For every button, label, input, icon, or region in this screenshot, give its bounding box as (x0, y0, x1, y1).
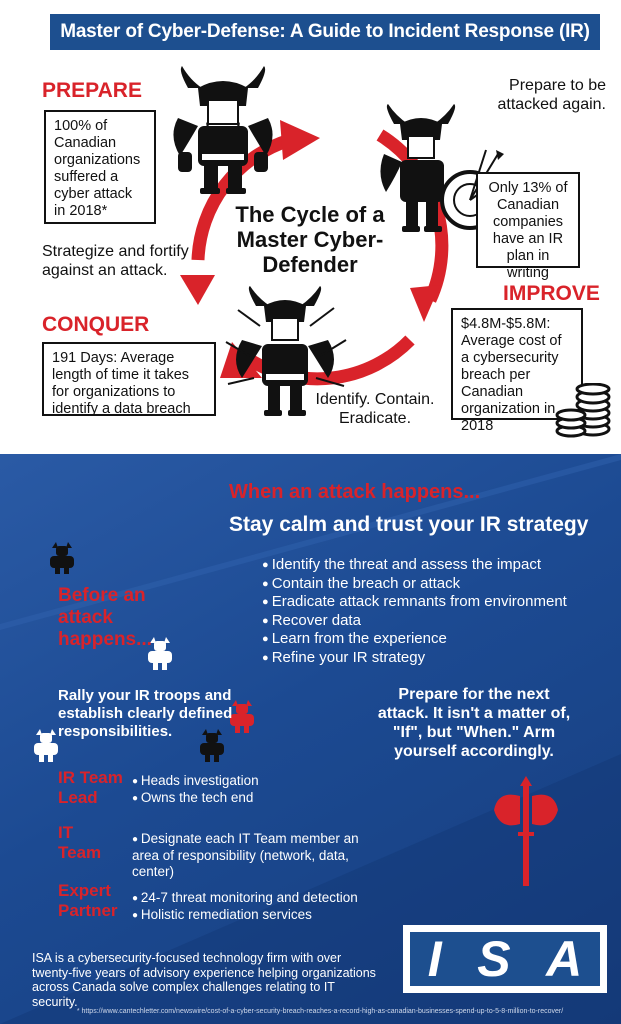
stage-title-conquer: CONQUER (42, 313, 150, 336)
conquer-action: Identify. Contain. Eradicate. (315, 391, 435, 427)
mini-viking-icon (50, 542, 74, 574)
role-label-ir-team-lead: IR Team Lead (58, 768, 123, 807)
list-item: Holistic remediation services (132, 907, 372, 924)
logo-letter: I (427, 931, 442, 987)
cycle-section: PREPARE 100% of Canadian organizations s… (0, 60, 621, 454)
role-items-ir-team-lead: Heads investigation Owns the tech end (132, 773, 332, 807)
during-heading: When an attack happens... (229, 481, 481, 503)
role-items-it-team: Designate each IT Team member an area of… (132, 831, 372, 880)
cycle-title: The Cycle of a Master Cyber-Defender (235, 202, 385, 277)
list-item: 24-7 threat monitoring and detection (132, 890, 372, 907)
role-items-expert-partner: 24-7 threat monitoring and detection Hol… (132, 890, 372, 924)
mini-viking-icon (34, 729, 58, 762)
viking-warrior-icon (173, 66, 273, 194)
footnote-link[interactable]: * https://www.cantechletter.com/newswire… (76, 1008, 564, 1015)
before-text: Rally your IR troops and establish clear… (58, 687, 233, 740)
mini-viking-icon (230, 700, 254, 733)
header: Master of Cyber-Defense: A Guide to Inci… (0, 0, 621, 60)
ir-steps-list: Identify the threat and assess the impac… (262, 556, 582, 668)
list-item: Refine your IR strategy (262, 649, 582, 668)
conquer-stat-box: 191 Days: Average length of time it take… (42, 342, 216, 417)
list-item: Contain the breach or attack (262, 575, 582, 594)
list-item: Owns the tech end (132, 790, 332, 807)
list-item: Designate each IT Team member an area of… (132, 831, 372, 880)
list-item: Heads investigation (132, 773, 332, 790)
next-text: Prepare for the next attack. It isn't a … (377, 686, 571, 760)
repeat-stat-box: Only 13% of Canadian companies have an I… (476, 172, 580, 281)
prepare-stat-box: 100% of Canadian organizations suffered … (44, 110, 156, 224)
list-item: Recover data (262, 612, 582, 631)
list-item: Identify the threat and assess the impac… (262, 556, 582, 575)
logo-letter: S (477, 931, 511, 987)
role-label-expert-partner: Expert Partner (58, 881, 118, 920)
during-subheading: Stay calm and trust your IR strategy (229, 513, 589, 536)
battle-axe-icon (494, 776, 558, 886)
coin-stack-icon (555, 383, 611, 438)
mini-viking-icon (148, 637, 172, 670)
about-text: ISA is a cybersecurity-focused technolog… (32, 951, 376, 1009)
mini-viking-icon (200, 729, 224, 762)
repeat-action: Prepare to be attacked again. (497, 77, 606, 113)
role-label-it-team: IT Team (58, 823, 102, 862)
prepare-action: Strategize and fortify against an attack… (42, 243, 189, 279)
cycle-arrows-icon (180, 120, 449, 386)
stage-title-improve: IMPROVE (503, 282, 600, 305)
improve-stat-box: $4.8M-$5.8M: Average cost of a cybersecu… (451, 308, 583, 434)
before-heading: Before an attack happens... (58, 585, 152, 650)
isa-logo: I S A (403, 925, 607, 993)
viking-with-arrows-icon (225, 286, 347, 416)
stage-title-prepare: PREPARE (42, 79, 142, 102)
logo-letter: A (546, 931, 583, 987)
page-title: Master of Cyber-Defense: A Guide to Inci… (50, 14, 600, 50)
list-item: Eradicate attack remnants from environme… (262, 593, 582, 612)
list-item: Learn from the experience (262, 630, 582, 649)
